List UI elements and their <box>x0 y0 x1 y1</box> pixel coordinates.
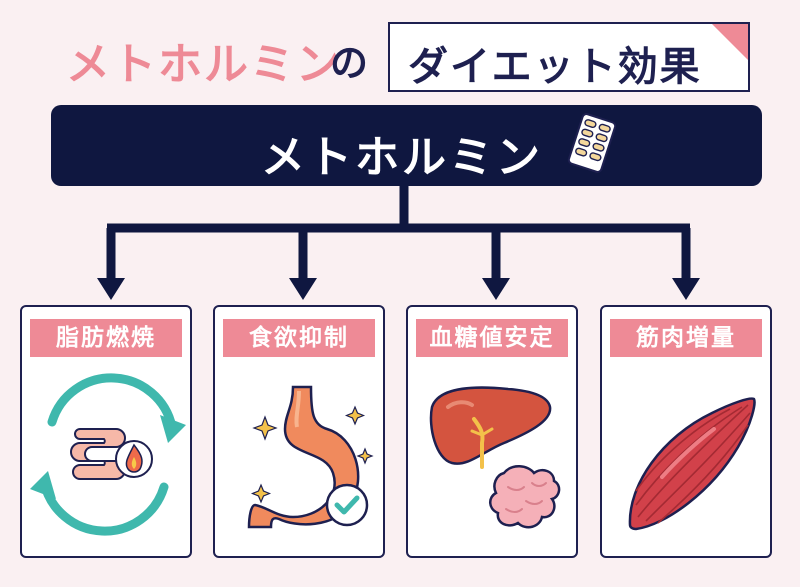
arrow-down-icon <box>97 278 125 300</box>
arrow-down-icon <box>482 278 510 300</box>
arrow-down-icon <box>672 278 700 300</box>
effect-label: 筋肉増量 <box>610 319 762 357</box>
title-prefix: メトホルミン <box>66 39 342 90</box>
corner-ribbon <box>711 24 748 61</box>
main-drug-label: メトホルミン <box>261 132 543 183</box>
effect-card-muscle-gain: 筋肉増量 <box>600 305 772 558</box>
effect-card-blood-sugar-stabilization: 血糖値安定 <box>406 305 578 558</box>
effect-card-fat-burning: 脂肪燃焼 <box>20 305 192 558</box>
effect-label: 脂肪燃焼 <box>30 319 182 357</box>
main-drug-bar: メトホルミン <box>51 105 762 186</box>
arrow-down-icon <box>289 278 317 300</box>
title-highlight: ダイエット効果 <box>408 44 702 90</box>
liver-pancreas-icon <box>429 386 561 529</box>
title-particle: の <box>330 41 369 85</box>
title-highlight-box: ダイエット効果 <box>388 22 750 92</box>
effect-card-appetite-suppression: 食欲抑制 <box>213 305 385 558</box>
muscle-icon <box>628 397 756 531</box>
effect-label: 食欲抑制 <box>223 319 375 357</box>
effect-label: 血糖値安定 <box>416 319 568 357</box>
stomach-check-icon <box>247 385 374 529</box>
title-area: メトホルミン の ダイエット効果 <box>0 0 800 100</box>
pill-pack-icon <box>567 113 617 173</box>
intestine-burn-cycle-icon <box>30 373 186 536</box>
